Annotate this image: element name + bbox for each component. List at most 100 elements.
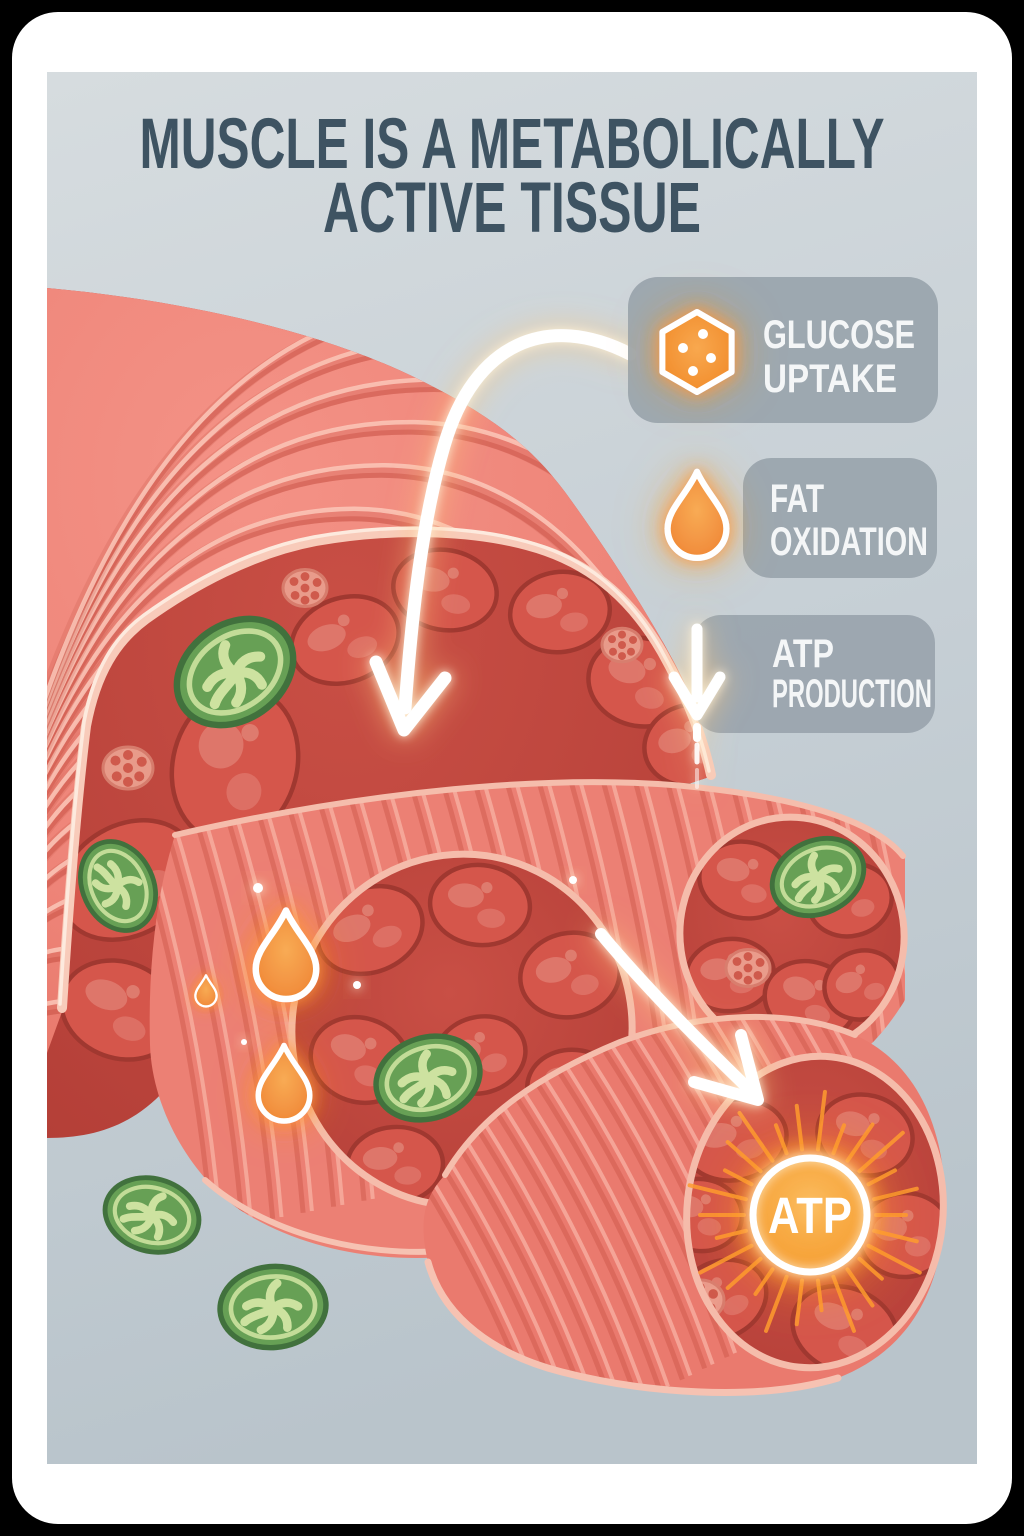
bundle-rib-highlight bbox=[487, 1083, 648, 1393]
mitochondrion-cristae bbox=[791, 851, 843, 904]
atp-label-line2: PRODUCTION bbox=[772, 672, 932, 716]
honeycomb-hole bbox=[609, 647, 617, 656]
fascicle-body bbox=[507, 569, 613, 655]
fascicle-marbling bbox=[783, 976, 816, 1001]
honeycomb-hole bbox=[618, 641, 626, 649]
atp-badge-disc bbox=[754, 1159, 866, 1271]
atp-flow-arrow bbox=[595, 928, 764, 1106]
honeycomb-hole bbox=[310, 590, 320, 600]
end-face-fascicles bbox=[683, 835, 902, 1042]
fascicle-marbling bbox=[394, 1166, 422, 1185]
fat-droplet-icon bbox=[194, 974, 218, 1008]
fascicle-speckle bbox=[241, 724, 259, 742]
fat-droplet-icon bbox=[664, 468, 730, 561]
atp-label-line1: ATP bbox=[772, 632, 834, 676]
fat-label-line2: OXIDATION bbox=[770, 520, 928, 564]
fascicle-speckle bbox=[393, 1142, 404, 1153]
page-title-line2: ACTIVE TISSUE bbox=[323, 169, 701, 248]
fascicle-marbling bbox=[85, 979, 128, 1011]
fascicle-marbling bbox=[716, 858, 750, 882]
atp-ray bbox=[737, 1110, 775, 1163]
sparkle-dot bbox=[569, 876, 577, 884]
fascicle-marbling bbox=[570, 974, 599, 996]
honeycomb-hole bbox=[110, 755, 121, 766]
mitochondrion-inner-ring bbox=[87, 848, 149, 924]
fascicle-honeycomb bbox=[281, 568, 329, 608]
mitochondrion-icon bbox=[78, 839, 158, 933]
atp-ray bbox=[866, 1168, 898, 1187]
honeycomb-hole bbox=[732, 957, 742, 966]
bundle-rib-shadow bbox=[523, 1065, 685, 1381]
honeycomb-hole bbox=[312, 578, 322, 587]
fat-label-line1: FAT bbox=[770, 477, 824, 521]
fascicle bbox=[507, 569, 613, 655]
fascicle-speckle bbox=[747, 858, 759, 870]
fascicle-marbling bbox=[330, 1034, 366, 1061]
fascicle-marbling bbox=[658, 728, 691, 754]
bundle-rib-shadow bbox=[156, 802, 245, 1226]
fascicle-marbling bbox=[835, 971, 863, 994]
fascicle-speckle bbox=[556, 587, 569, 600]
honeycomb-hole bbox=[743, 975, 753, 985]
glucose-label-line1: GLUCOSE bbox=[763, 313, 915, 357]
floating-mitochondria bbox=[102, 1175, 329, 1351]
atp-ray bbox=[857, 1256, 884, 1281]
honeycomb-hole bbox=[618, 630, 626, 639]
honeycomb-hole bbox=[743, 963, 753, 973]
fascicle-marbling bbox=[741, 884, 767, 903]
page-title-line1: MUSCLE IS A METABOLICALLY bbox=[140, 105, 885, 184]
atp-ray bbox=[815, 1089, 827, 1152]
honeycomb-hole bbox=[629, 635, 637, 644]
bundle-rib-shadow bbox=[423, 1132, 551, 1393]
bundle-rib-shadow bbox=[456, 1098, 618, 1393]
epimysium-rim-highlight bbox=[58, 526, 711, 1006]
fascicle-marbling bbox=[226, 772, 262, 811]
honeycomb-hole bbox=[123, 776, 133, 787]
lower-bundle-bottom-rim bbox=[424, 1258, 842, 1396]
fascicle-speckle bbox=[126, 985, 140, 999]
mitochondrion-cristae bbox=[397, 1049, 457, 1108]
honeycomb-hole bbox=[289, 577, 299, 586]
atp-ray bbox=[831, 1274, 856, 1333]
glucose-label-line2: UPTAKE bbox=[763, 357, 897, 401]
fascicle-speckle bbox=[337, 614, 350, 627]
fascicle-honeycomb bbox=[600, 626, 644, 664]
fascicle-marbling bbox=[362, 1146, 398, 1170]
fascicle-marbling bbox=[526, 594, 562, 619]
glucose-flow-arrow bbox=[369, 329, 637, 737]
droplet-shape bbox=[194, 974, 218, 1008]
fascicle-marbling bbox=[814, 1302, 852, 1330]
honeycomb-hole bbox=[733, 970, 743, 980]
atp-ray bbox=[845, 1122, 875, 1163]
fascicle-marbling bbox=[700, 958, 732, 981]
bundle-rib-highlight bbox=[532, 1061, 693, 1377]
fascicle-speckle bbox=[362, 904, 374, 917]
mitochondrion-inner-ring bbox=[779, 845, 857, 909]
mitochondrion-icon bbox=[373, 1033, 483, 1123]
bundle-rib-highlight bbox=[554, 1050, 715, 1365]
sparkle-dots bbox=[241, 876, 577, 1045]
honeycomb-hole bbox=[300, 595, 310, 605]
mitochondrion-cristae bbox=[91, 860, 143, 911]
atp-ray bbox=[773, 1123, 789, 1156]
atp-ray bbox=[872, 1186, 919, 1202]
mitochondrion-inner-ring bbox=[384, 1043, 472, 1113]
atp-ray bbox=[857, 1130, 905, 1174]
honeycomb-hole bbox=[708, 1289, 718, 1299]
mitochondrion-icon bbox=[173, 615, 297, 729]
fat-droplet-icon bbox=[255, 1042, 313, 1124]
sparkle-dot bbox=[353, 981, 361, 989]
atp-ray bbox=[764, 1274, 789, 1333]
fascicle-speckle bbox=[481, 882, 493, 894]
sparkle-dot bbox=[253, 883, 263, 893]
mitochondrion-cristae bbox=[240, 1278, 303, 1335]
bundle-rib-shadow bbox=[546, 1053, 708, 1370]
droplet-shape bbox=[255, 1042, 313, 1124]
fascicle-body bbox=[427, 862, 533, 948]
fascicle-marbling bbox=[535, 957, 572, 983]
glucose-hexagon-icon bbox=[659, 309, 735, 395]
honeycomb-hole bbox=[123, 763, 133, 773]
fascicle-honeycomb bbox=[724, 948, 772, 988]
honeycomb-hole bbox=[300, 583, 310, 593]
muscle-fiber-shadow bbox=[47, 387, 712, 1053]
